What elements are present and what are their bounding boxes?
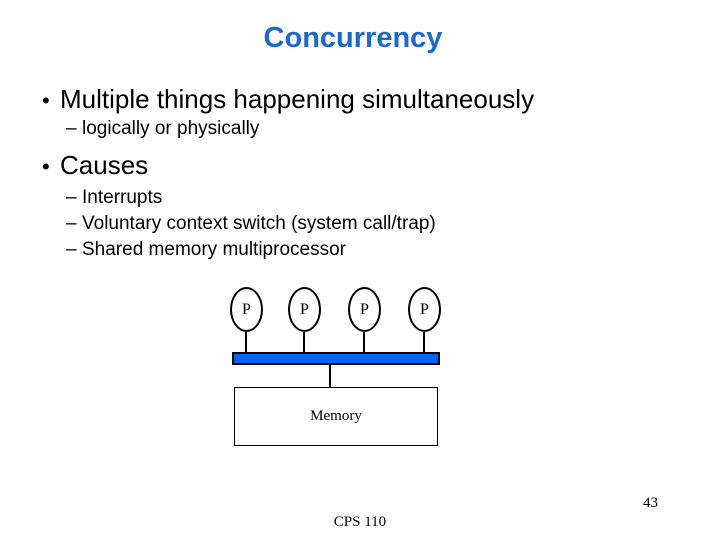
dash-marker: – bbox=[66, 187, 77, 208]
processor-label: P bbox=[360, 300, 369, 318]
processor-label: P bbox=[242, 300, 251, 318]
slide-title: Concurrency bbox=[263, 22, 443, 54]
sub-bullet-item: – Interrupts bbox=[66, 185, 692, 211]
processor-bus-connector-line bbox=[423, 332, 425, 352]
sub-bullet-text: Interrupts bbox=[82, 187, 163, 208]
processor-node: P bbox=[348, 287, 381, 332]
processor-label: P bbox=[420, 300, 429, 318]
sub-bullet-text: Voluntary context switch (system call/tr… bbox=[82, 213, 436, 234]
bullet-text: Multiple things happening simultaneously bbox=[60, 84, 535, 114]
sub-bullet-text: logically or physically bbox=[82, 118, 260, 139]
bullet-list: • Multiple things happening simultaneous… bbox=[42, 84, 692, 263]
bullet-marker: • bbox=[42, 154, 50, 179]
slide-page-number: 43 bbox=[643, 495, 658, 511]
memory-box: Memory bbox=[234, 387, 438, 446]
dash-marker: – bbox=[66, 213, 77, 234]
bus-bar bbox=[232, 352, 440, 365]
memory-label: Memory bbox=[310, 408, 362, 424]
processor-node: P bbox=[230, 287, 263, 332]
processor-bus-connector-line bbox=[245, 332, 247, 352]
processor-node: P bbox=[288, 287, 321, 332]
processor-label: P bbox=[300, 300, 309, 318]
sub-bullet-item: – Shared memory multiprocessor bbox=[66, 237, 692, 263]
multiprocessor-diagram: P P P P Memory bbox=[230, 287, 442, 448]
sub-bullet-text: Shared memory multiprocessor bbox=[82, 239, 346, 260]
bullet-item: • Causes bbox=[42, 150, 692, 182]
bus-memory-connector-line bbox=[329, 365, 331, 387]
footer-course-label: CPS 110 bbox=[333, 514, 387, 530]
sub-bullet-group: – logically or physically bbox=[66, 116, 692, 142]
dash-marker: – bbox=[66, 239, 77, 260]
bullet-marker: • bbox=[42, 88, 50, 113]
bullet-item: • Multiple things happening simultaneous… bbox=[42, 84, 692, 116]
bullet-text: Causes bbox=[60, 150, 149, 180]
sub-bullet-group: – Interrupts – Voluntary context switch … bbox=[66, 185, 692, 263]
processor-bus-connector-line bbox=[303, 332, 305, 352]
dash-marker: – bbox=[66, 118, 77, 139]
processor-bus-connector-line bbox=[363, 332, 365, 352]
processor-node: P bbox=[408, 287, 441, 332]
sub-bullet-item: – logically or physically bbox=[66, 116, 692, 142]
sub-bullet-item: – Voluntary context switch (system call/… bbox=[66, 211, 692, 237]
